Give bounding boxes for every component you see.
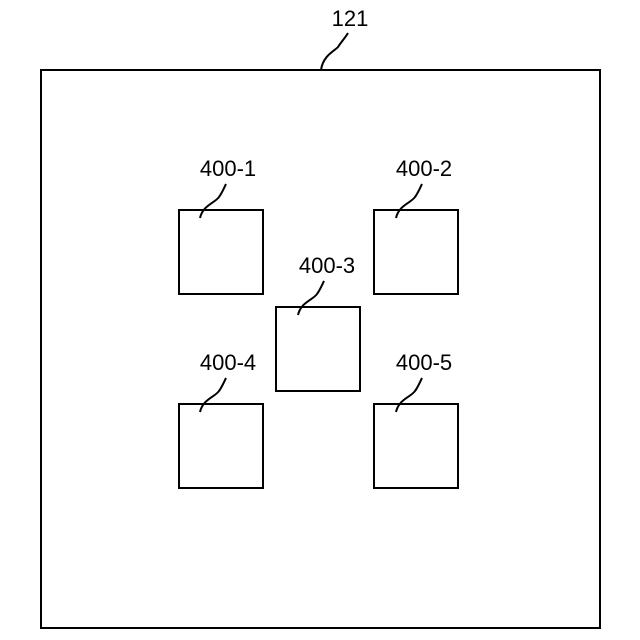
element-400-5-label: 400-5 [396, 350, 452, 375]
frame-121-label: 121 [332, 6, 369, 31]
element-400-4-box [179, 404, 263, 488]
element-400-4-leader-line [200, 378, 226, 412]
frame-121-leader-line [321, 33, 348, 70]
element-400-2-leader-line [396, 184, 422, 218]
element-400-2-label: 400-2 [396, 156, 452, 181]
frame-121 [41, 70, 600, 628]
element-400-5-box [374, 404, 458, 488]
element-400-1-label: 400-1 [200, 156, 256, 181]
element-400-3-box [276, 307, 360, 391]
element-400-1-box [179, 210, 263, 294]
element-400-3-label: 400-3 [299, 253, 355, 278]
element-400-5-leader-line [396, 378, 422, 412]
element-400-4-label: 400-4 [200, 350, 256, 375]
element-400-2-box [374, 210, 458, 294]
element-400-3-leader-line [298, 281, 324, 315]
element-400-1-leader-line [200, 184, 226, 218]
